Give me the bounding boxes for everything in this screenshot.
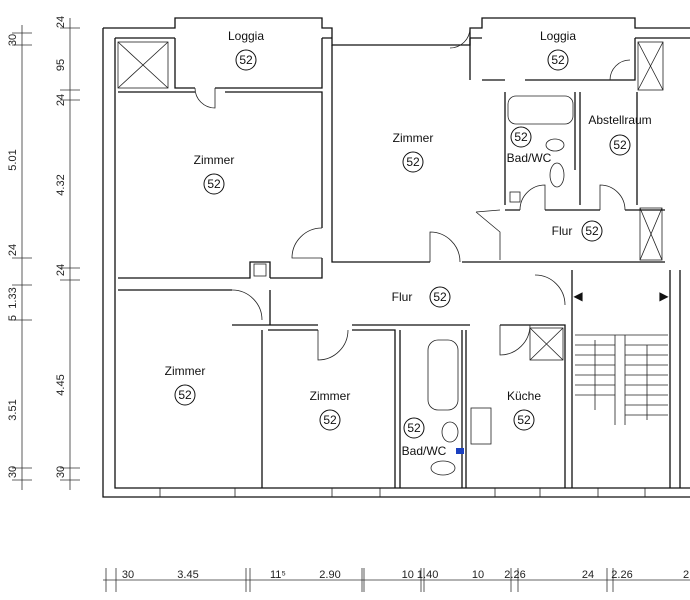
stair-arrow-right: ▶ <box>659 289 669 303</box>
room-number: 52 <box>323 413 337 427</box>
dim-bottom: 10 <box>472 569 484 581</box>
dim-left-outer: 5.01 <box>7 149 19 170</box>
room-number: 52 <box>178 388 192 402</box>
room-flur-small: Flur 52 <box>552 220 603 242</box>
room-label: Zimmer <box>310 389 351 403</box>
room-kueche: Küche 52 <box>507 389 541 431</box>
bathtub-bottom <box>427 339 459 411</box>
dim-left-outer: 5 <box>7 315 19 321</box>
left-dimensions: 30 5.01 24 5 1.33 3.51 30 24 95 24 4.32 … <box>7 16 80 490</box>
dim-left-outer: 3.51 <box>7 399 19 420</box>
room-label: Abstellraum <box>588 113 651 127</box>
toilet-bottom <box>430 460 456 476</box>
room-label: Bad/WC <box>507 151 552 165</box>
room-label: Zimmer <box>194 153 235 167</box>
dim-bottom: 30 <box>122 569 134 581</box>
room-flur-main: Flur 52 <box>392 286 451 308</box>
room-number: 52 <box>406 155 420 169</box>
interior-walls <box>118 27 681 488</box>
dim-left-inner: 24 <box>55 16 67 28</box>
room-label: Zimmer <box>165 364 206 378</box>
room-zimmer-top-mid: Zimmer 52 <box>393 131 434 173</box>
room-number: 52 <box>514 130 528 144</box>
room-number: 52 <box>585 224 599 238</box>
room-label: Flur <box>552 224 573 238</box>
room-zimmer-bottom-left: Zimmer 52 <box>165 364 206 406</box>
fixtures <box>427 95 574 476</box>
dim-bottom: 11⁵ <box>270 569 286 581</box>
room-label: Loggia <box>540 29 576 43</box>
room-zimmer-bottom-mid: Zimmer 52 <box>310 389 351 431</box>
dim-bottom: 2.26 <box>611 569 632 581</box>
room-number: 52 <box>517 413 531 427</box>
room-number: 52 <box>551 53 565 67</box>
exterior-walls <box>102 17 690 498</box>
dim-bottom: 3.45 <box>177 569 198 581</box>
dim-bottom: 2 <box>683 569 689 581</box>
dim-bottom: 10 1.40 <box>402 569 439 581</box>
room-number: 52 <box>613 138 627 152</box>
shaft-right <box>637 41 664 91</box>
room-number: 52 <box>433 290 447 304</box>
room-label: Loggia <box>228 29 264 43</box>
room-label: Zimmer <box>393 131 434 145</box>
stair-arrow-left: ◀ <box>573 289 583 303</box>
dim-left-inner: 30 <box>55 466 67 478</box>
blue-marker <box>456 448 464 454</box>
dim-left-outer: 1.33 <box>7 287 19 308</box>
room-bad-top: 52 Bad/WC <box>507 126 552 165</box>
room-label: Bad/WC <box>402 444 447 458</box>
toilet-top <box>549 162 565 188</box>
room-abstellraum: Abstellraum 52 <box>588 113 652 156</box>
shaft-left <box>117 41 169 89</box>
room-labels: Loggia 52 Zimmer 52 Zimmer 52 Loggia 52 … <box>165 29 652 458</box>
dim-bottom: 24 <box>582 569 594 581</box>
dim-left-inner: 24 <box>55 264 67 276</box>
dim-left-inner: 4.32 <box>55 174 67 195</box>
room-bad-bottom: 52 Bad/WC <box>402 417 447 458</box>
dim-left-outer: 24 <box>7 244 19 256</box>
room-label: Küche <box>507 389 541 403</box>
dim-bottom: 2.90 <box>319 569 340 581</box>
dim-bottom: 2.26 <box>504 569 525 581</box>
room-zimmer-top-left: Zimmer 52 <box>194 153 235 195</box>
room-loggia-right: Loggia 52 <box>540 29 576 71</box>
room-label: Flur <box>392 290 413 304</box>
stove <box>470 407 492 445</box>
room-number: 52 <box>407 421 421 435</box>
dim-left-outer: 30 <box>7 466 19 478</box>
dim-left-outer: 30 <box>7 34 19 46</box>
bathtub-top <box>507 95 574 125</box>
stairwell: ◀ ▶ <box>573 289 669 425</box>
dim-left-inner: 4.45 <box>55 374 67 395</box>
room-number: 52 <box>239 53 253 67</box>
bottom-dimensions: 30 3.45 11⁵ 2.90 10 1.40 10 2.26 24 2.26… <box>103 568 690 592</box>
room-number: 52 <box>207 177 221 191</box>
dim-left-inner: 95 <box>55 59 67 71</box>
dim-left-inner: 24 <box>55 94 67 106</box>
room-loggia-left: Loggia 52 <box>228 29 264 71</box>
